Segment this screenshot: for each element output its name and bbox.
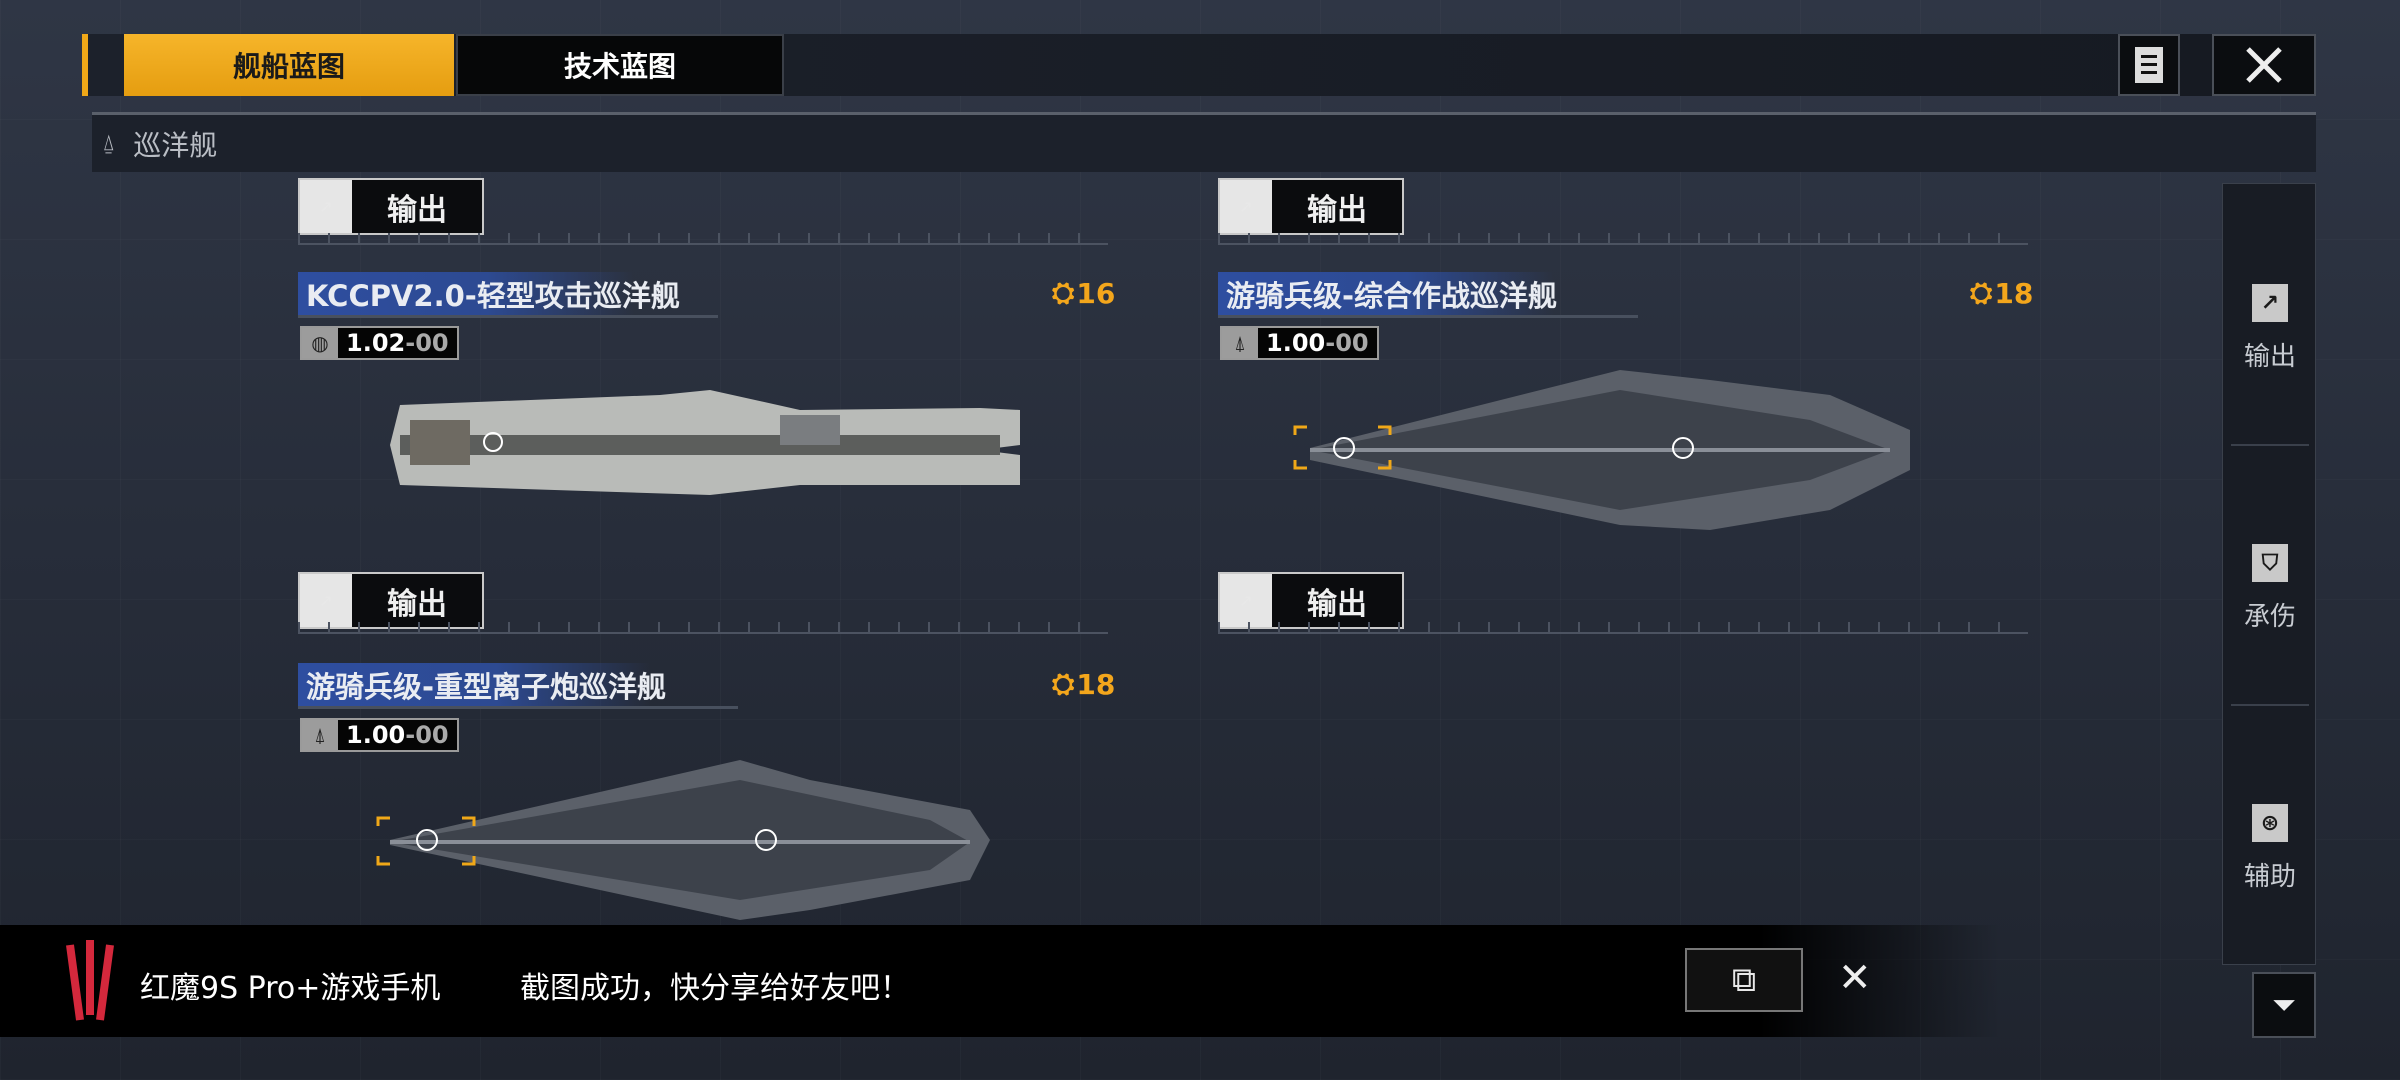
sidebar-item-support[interactable]: ⊛辅助 [2223,804,2317,893]
rating-box: ⍋1.00-00 [300,718,459,752]
ship-name[interactable]: 游骑兵级-重型离子炮巡洋舰 [298,663,738,709]
close-icon: ✕ [1838,955,1872,1001]
rank-icon: ⛭ [1052,276,1075,309]
category-bar: ⍙ 巡洋舰 [92,112,2316,172]
document-list-icon [2135,47,2163,83]
scale-ruler [1218,233,2028,245]
role-filter-sidebar: ↗输出 ⛉承伤 ⊛辅助 [2222,183,2316,965]
brand-label: 红魔9S Pro+游戏手机 [140,971,441,1006]
ship-image-kccpv[interactable] [380,370,1040,520]
output-arrow-icon: ↗ [1220,574,1272,627]
output-button[interactable]: ↗输出 [298,572,484,629]
cost-badge: ⛭16 [1052,276,1116,310]
cost-badge: ⛭18 [1970,276,2034,310]
output-button[interactable]: ↗输出 [1218,178,1404,235]
support-icon: ⊛ [2252,804,2288,842]
rank-icon: ⛭ [1970,276,1993,309]
globe-icon: ◍ [302,328,338,358]
share-icon: ⧉ [1731,960,1757,1000]
cost-badge: ⛭18 [1052,667,1116,701]
notes-button[interactable] [2118,34,2180,96]
shield-icon: ⛉ [2252,544,2288,582]
ship-name[interactable]: 游骑兵级-综合作战巡洋舰 [1218,272,1638,318]
cruiser-icon: ⍙ [102,131,116,156]
ship-image-ranger-ion[interactable] [370,760,1010,930]
filter-button[interactable]: ⏷ [2252,972,2316,1038]
screenshot-toast: 红魔9S Pro+游戏手机 截图成功，快分享给好友吧！ ⧉ ✕ [0,925,2000,1037]
scale-ruler [298,622,1108,634]
rating-box: ⍋1.00-00 [1220,326,1379,360]
close-button[interactable] [2212,34,2316,96]
filter-icon: ⏷ [2272,987,2296,1023]
scale-ruler [1218,622,2028,634]
ship-emblem-icon: ⍋ [1222,328,1258,358]
output-button[interactable]: ↗输出 [298,178,484,235]
output-button[interactable]: ↗输出 [1218,572,1404,629]
divider [2231,444,2309,446]
output-arrow-icon: ↗ [300,180,352,233]
ship-name[interactable]: KCCPV2.0-轻型攻击巡洋舰 [298,272,718,318]
toast-close-button[interactable]: ✕ [1838,955,1872,1001]
close-icon [2246,47,2282,83]
ship-emblem-icon: ⍋ [302,720,338,750]
tab-tech-blueprints[interactable]: 技术蓝图 [456,34,784,96]
toast-message: 截图成功，快分享给好友吧！ [520,971,910,1006]
sidebar-item-output[interactable]: ↗输出 [2223,284,2317,373]
sidebar-item-tank[interactable]: ⛉承伤 [2223,544,2317,633]
output-arrow-icon: ↗ [1220,180,1272,233]
output-arrow-icon: ↗ [300,574,352,627]
category-label: 巡洋舰 [133,128,218,162]
output-arrow-icon: ↗ [2252,284,2288,322]
tab-ship-blueprints[interactable]: 舰船蓝图 [124,34,454,96]
red-magic-logo [66,940,114,1021]
rank-icon: ⛭ [1052,667,1075,700]
tab-bar: 舰船蓝图 技术蓝图 [82,34,2316,96]
divider [2231,704,2309,706]
rating-box: ◍1.02-00 [300,326,459,360]
share-button[interactable]: ⧉ [1685,948,1803,1012]
scale-ruler [298,233,1108,245]
ship-image-ranger-combat[interactable] [1290,360,1930,550]
